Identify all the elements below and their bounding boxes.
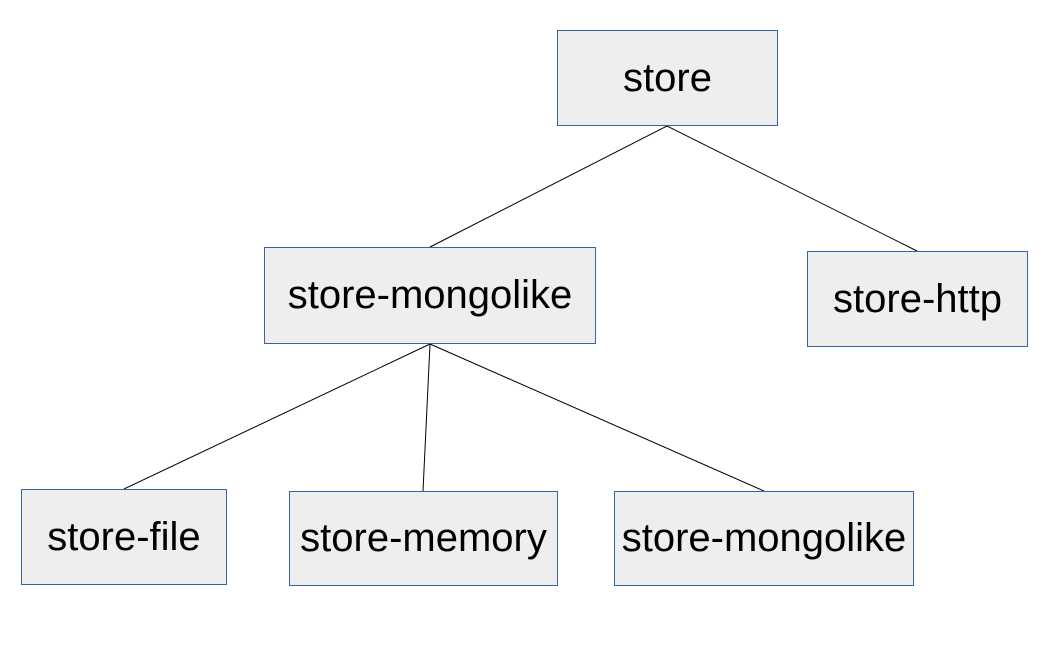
edge-store-mongolike-to-store-memory xyxy=(422,343,431,492)
edge-store-mongolike-to-store-file xyxy=(123,343,431,490)
edge-store-to-store-mongolike xyxy=(429,125,668,248)
node-store-mongolike-child-label: store-mongolike xyxy=(621,516,907,560)
node-store-label: store xyxy=(623,55,712,100)
node-store-memory: store-memory xyxy=(289,491,558,586)
node-store-memory-label: store-memory xyxy=(300,516,547,560)
node-store: store xyxy=(557,30,778,126)
node-store-file-label: store-file xyxy=(47,514,201,559)
node-store-mongolike: store-mongolike xyxy=(264,247,596,344)
node-store-mongolike-label: store-mongolike xyxy=(287,273,573,317)
node-store-http-label: store-http xyxy=(833,276,1002,321)
edge-store-to-store-http xyxy=(666,125,918,252)
node-store-file: store-file xyxy=(21,489,227,585)
node-store-http: store-http xyxy=(807,251,1028,347)
node-store-mongolike-child: store-mongolike xyxy=(614,491,914,586)
edge-store-mongolike-to-store-mongolike-child xyxy=(429,343,765,492)
